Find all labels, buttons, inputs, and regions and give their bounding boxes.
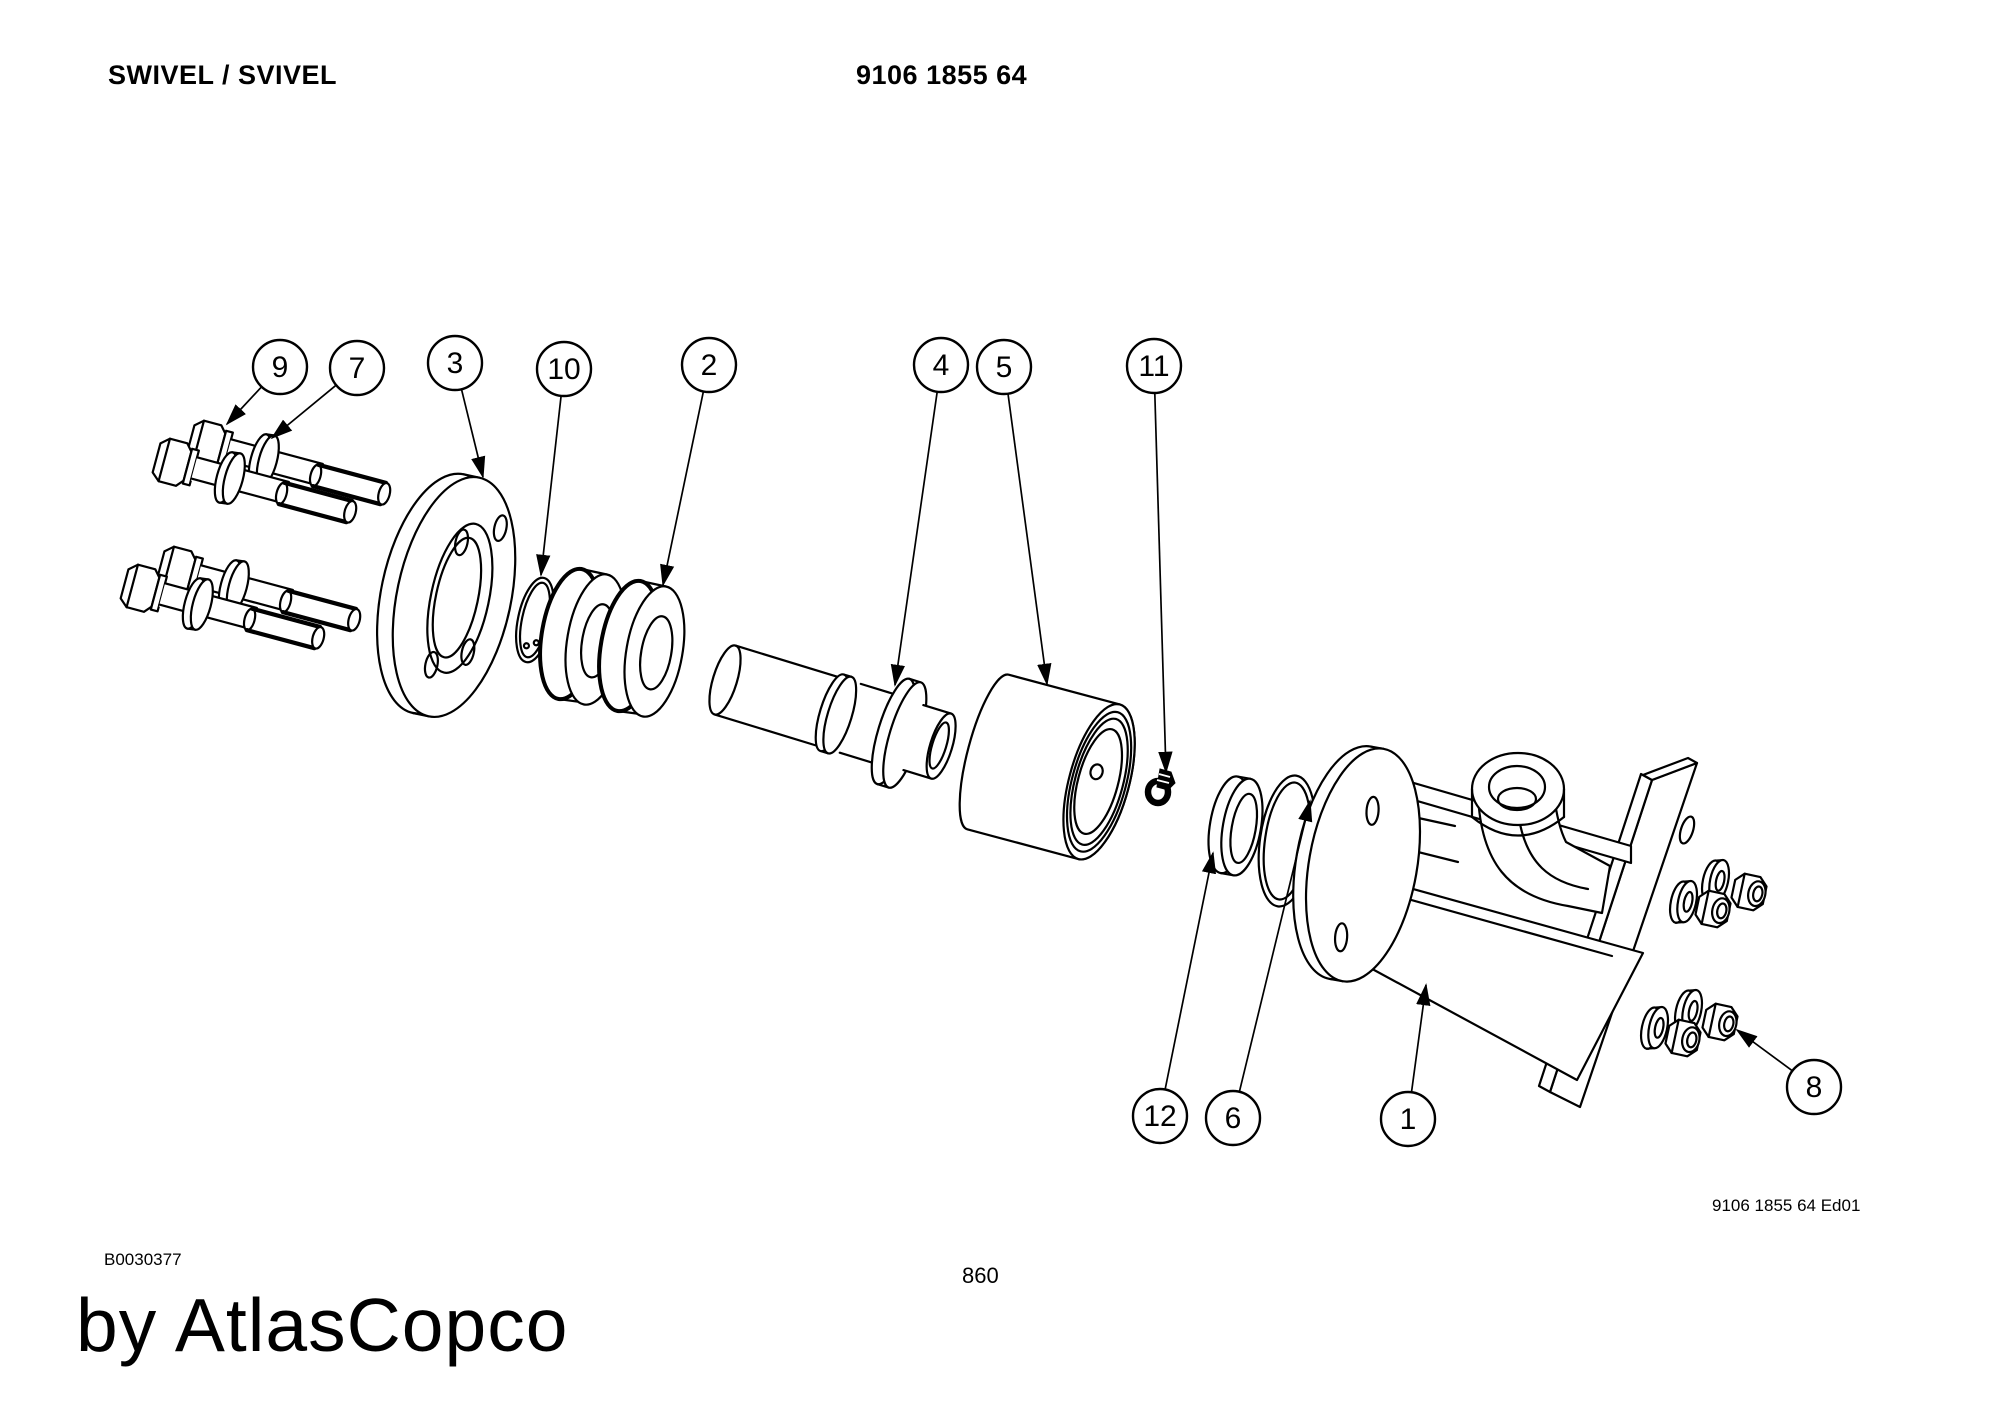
page-number: 860 (962, 1263, 999, 1288)
callout-label: 3 (447, 347, 464, 380)
callout-label: 1 (1400, 1103, 1417, 1136)
document-code: B0030377 (104, 1250, 182, 1269)
callout-7: 7 (270, 339, 386, 440)
callout-1: 1 (1379, 983, 1437, 1148)
callout-label: 7 (349, 352, 366, 385)
edition-code: 9106 1855 64 Ed01 (1712, 1196, 1861, 1215)
callout-label: 10 (547, 353, 580, 386)
callout-11: 11 (1125, 337, 1183, 774)
callout-label: 8 (1806, 1071, 1823, 1104)
callout-label: 11 (1138, 350, 1169, 383)
callout-3: 3 (426, 334, 486, 479)
callout-label: 2 (701, 349, 718, 382)
part-number: 9106 1855 64 (856, 60, 1028, 90)
callout-label: 5 (996, 351, 1013, 384)
page-title: SWIVEL / SVIVEL (108, 60, 338, 90)
part-shaft-4 (708, 644, 957, 789)
brand-text: by AtlasCopco (76, 1283, 569, 1367)
callout-5: 5 (975, 338, 1052, 686)
part-bearings-2 (528, 562, 696, 724)
callout-4: 4 (890, 336, 970, 687)
callout-2: 2 (660, 336, 738, 587)
part-swivel-body-1 (1292, 745, 1699, 1109)
callout-label: 9 (272, 351, 289, 384)
part-flange-3 (375, 472, 517, 719)
part-bolts-9 (118, 415, 397, 664)
part-plug-11 (1144, 768, 1176, 807)
callout-6: 6 (1204, 799, 1313, 1147)
callout-10: 10 (535, 340, 593, 577)
part-drum-5 (958, 673, 1136, 861)
callout-label: 4 (933, 349, 950, 382)
callout-9: 9 (225, 338, 309, 426)
callout-12: 12 (1131, 851, 1217, 1145)
callout-label: 6 (1225, 1102, 1242, 1135)
callout-label: 12 (1143, 1100, 1176, 1133)
callout-8: 8 (1735, 1028, 1843, 1116)
part-nuts-washers-8 (1636, 855, 1770, 1060)
part-seal-ring-12 (1207, 775, 1264, 877)
